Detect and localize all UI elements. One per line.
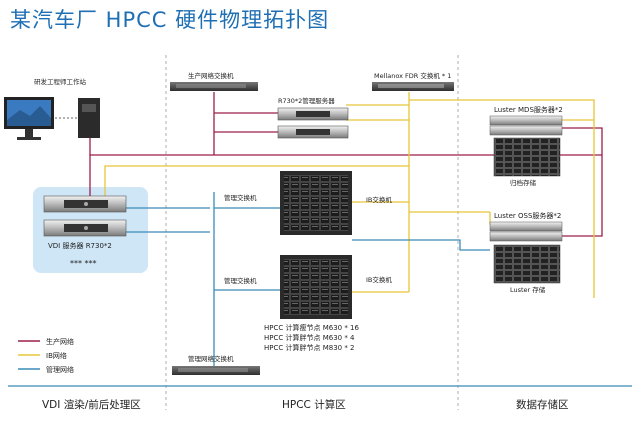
label-luster-storage: Luster 存储	[510, 285, 546, 294]
zone-label-vdi: VDI 渲染/前后处理区	[42, 398, 141, 411]
monitor-stand	[25, 129, 33, 137]
legend-label-ib: IB网络	[46, 351, 67, 360]
zone-label-hpcc: HPCC 计算区	[282, 398, 346, 411]
mellanox-ports	[378, 84, 444, 88]
label-node-1: HPCC 计算瘦节点 M630 * 16	[264, 323, 360, 332]
prod-link-mds	[560, 127, 603, 155]
archive-array	[493, 137, 561, 177]
mgmt-network-switch	[172, 366, 260, 375]
vdi-servers	[43, 195, 127, 237]
workstation	[4, 97, 100, 140]
luster-storage-array	[493, 244, 561, 284]
label-mds: Luster MDS服务器*2	[494, 105, 563, 114]
r730-server-1-panel	[296, 111, 330, 117]
label-vdi-dots: *** ***	[70, 259, 97, 268]
label-vdi-server: VDI 服务器 R730*2	[48, 241, 112, 250]
labels: 研发工程师工作站 生产网络交换机 Mellanox FDR 交换机 * 1 R7…	[34, 71, 563, 363]
label-ib-switch-2: IB交换机	[366, 275, 392, 284]
label-mgmt-switch-1: 管理交换机	[224, 193, 257, 202]
label-r730-mgmt: R730*2管理服务器	[278, 96, 335, 105]
r730-server-2-panel	[296, 129, 330, 135]
vdi-server-2-logo	[84, 226, 88, 230]
label-workstation: 研发工程师工作站	[34, 77, 87, 86]
label-node-3: HPCC 计算胖节点 M830 * 2	[264, 343, 355, 352]
luster-mds	[489, 115, 563, 177]
prod-switch-ports	[176, 84, 246, 88]
vdi-server-1-logo	[84, 202, 88, 206]
mgmt-switch-ports	[178, 368, 248, 372]
label-ib-switch-1: IB交换机	[366, 195, 392, 204]
blade-chassis-2	[280, 255, 352, 319]
mellanox-switch	[372, 82, 454, 91]
r730-servers	[277, 107, 349, 139]
legend-label-management: 管理网络	[46, 365, 74, 374]
luster-oss	[489, 221, 563, 284]
prod-link-oss	[560, 155, 603, 237]
blade-chassis-1	[280, 171, 352, 235]
label-mgmt-net-switch: 管理网络交换机	[188, 354, 234, 363]
mds-server-2	[489, 125, 563, 136]
label-archive: 归档存储	[510, 178, 537, 187]
zone-labels: VDI 渲染/前后处理区 HPCC 计算区 数据存储区	[42, 398, 569, 411]
mgmt-link-storage	[352, 239, 490, 251]
zone-label-storage: 数据存储区	[516, 398, 569, 411]
prod-network-switch	[170, 82, 258, 91]
screen-landscape	[7, 106, 51, 126]
oss-server-1	[489, 221, 563, 232]
label-node-2: HPCC 计算胖节点 M630 * 4	[264, 333, 355, 342]
monitor-base	[17, 137, 41, 140]
management-links	[125, 192, 490, 366]
production-links	[89, 92, 603, 237]
label-mgmt-switch-2: 管理交换机	[224, 276, 257, 285]
label-mellanox: Mellanox FDR 交换机 * 1	[374, 71, 451, 80]
tower-front	[82, 104, 96, 112]
zone-dividers	[165, 55, 459, 410]
page-title: 某汽车厂 HPCC 硬件物理拓扑图	[10, 8, 330, 32]
label-prod-switch: 生产网络交换机	[188, 71, 234, 80]
blade-1-bays	[284, 175, 348, 231]
ib-link-storage	[409, 99, 595, 298]
ib-link-vdi	[104, 165, 409, 204]
blade-2-bays	[284, 259, 348, 315]
label-oss: Luster OSS服务器*2	[494, 211, 561, 220]
legend-label-production: 生产网络	[46, 337, 74, 346]
oss-server-2	[489, 231, 563, 242]
mds-server-1	[489, 115, 563, 126]
legend: 生产网络 IB网络 管理网络	[18, 337, 74, 374]
